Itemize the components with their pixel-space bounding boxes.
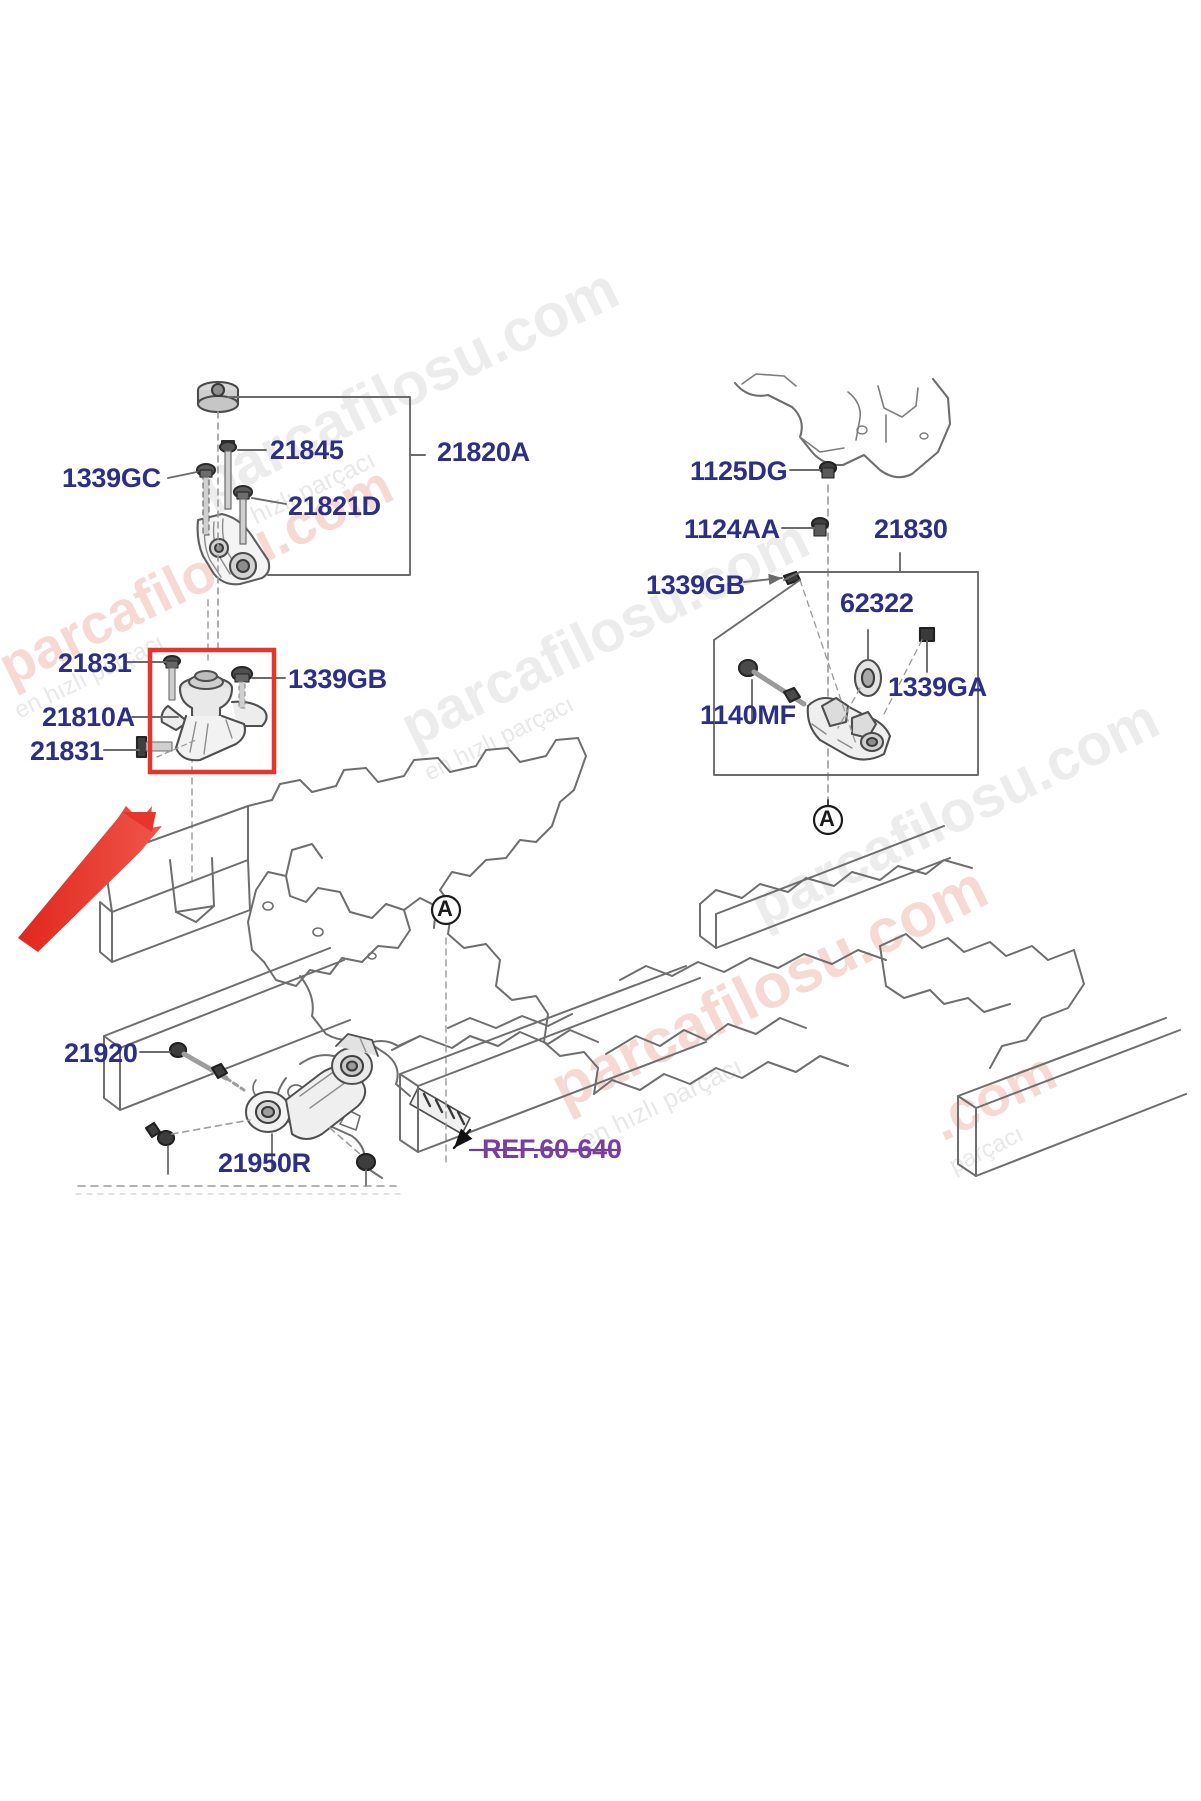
- part-label-21821d: 21821D: [288, 491, 381, 521]
- part-label-1125dg: 1125DG: [690, 456, 788, 486]
- part-label-21810a: 21810A: [42, 702, 135, 732]
- reference-label-ref-60-640: REF.60-640: [482, 1134, 622, 1164]
- red-pointer-arrow: [18, 806, 162, 952]
- part-label-1339gc: 1339GC: [62, 463, 161, 493]
- part-label-1124aa: 1124AA: [684, 514, 780, 544]
- part-label-21950r: 21950R: [218, 1148, 311, 1178]
- part-label-62322: 62322: [840, 588, 914, 618]
- part-label-1339gb-left: 1339GB: [288, 664, 387, 694]
- part-label-21830: 21830: [874, 514, 948, 544]
- part-label-21831-top: 21831: [58, 648, 132, 678]
- part-label-21845: 21845: [270, 435, 344, 465]
- part-label-21820a: 21820A: [437, 437, 530, 467]
- part-label-1140mf: 1140MF: [700, 700, 796, 730]
- callout-a-center: A: [437, 896, 453, 921]
- part-label-21831-bottom: 21831: [30, 736, 104, 766]
- part-label-1339ga: 1339GA: [888, 672, 987, 702]
- part-label-1339gb-right: 1339GB: [646, 570, 745, 600]
- part-label-21920: 21920: [64, 1038, 138, 1068]
- highlight-box-21810a: [147, 647, 277, 775]
- callout-a-right: A: [819, 806, 835, 831]
